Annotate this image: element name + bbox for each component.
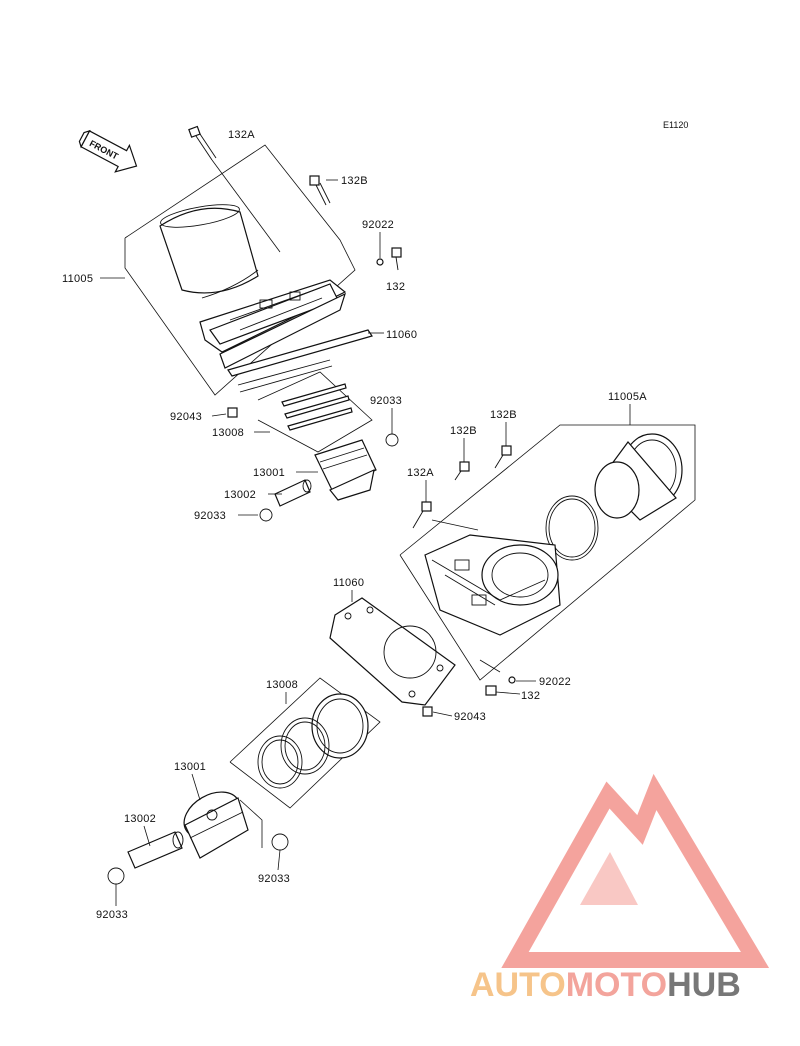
circlip-92033-top-right [385, 433, 399, 447]
piston-13001-top [314, 439, 377, 501]
label-13001-top: 13001 [253, 467, 285, 479]
bolt-132-mid [485, 685, 497, 696]
bolt-132B-right-b [454, 461, 470, 481]
label-92033-lower-left: 92033 [96, 909, 128, 921]
circlip-92033-lower-right [271, 833, 289, 851]
label-11060-top: 11060 [386, 329, 417, 341]
label-92043-mid: 92043 [454, 711, 486, 723]
label-92043-top: 92043 [170, 411, 202, 423]
bolt-132B-right-a [494, 445, 512, 469]
label-92033-top-right: 92033 [370, 395, 402, 407]
piston-pin-13002-lower [127, 831, 184, 869]
cylinder-liner-11005A [594, 433, 683, 521]
cylinder-block-top [199, 279, 347, 369]
label-92033-lower-right: 92033 [258, 873, 290, 885]
circlip-92033-lower-left [107, 867, 125, 885]
label-11005-top: 11005 [62, 273, 93, 285]
gasket-11060-top [227, 329, 373, 377]
label-13008-lower: 13008 [266, 679, 298, 691]
label-13002-lower: 13002 [124, 813, 156, 825]
cylinder-liner-top [159, 204, 259, 299]
circlip-92033-top-left [259, 508, 273, 522]
front-arrow-icon: FRONT [78, 129, 138, 173]
label-13008-top: 13008 [212, 427, 244, 439]
dowel-92043-top [227, 407, 238, 418]
label-132-mid: 132 [521, 690, 540, 702]
label-11005A: 11005A [608, 391, 647, 403]
label-132A-top: 132A [228, 129, 255, 141]
label-13002-top: 13002 [224, 489, 256, 501]
washer-92022-mid [508, 676, 516, 684]
label-132A-right: 132A [407, 467, 434, 479]
label-132B-right-a: 132B [490, 409, 517, 421]
dowel-92043-mid [422, 706, 433, 717]
bolt-132A-right [412, 501, 432, 529]
piston-pin-13002-top [274, 479, 312, 507]
label-11060-mid: 11060 [333, 577, 364, 589]
bolt-132A-top [188, 125, 217, 161]
diagram-code: E1120 [663, 120, 688, 130]
lower-assembly [107, 677, 381, 885]
watermark-logo-icon [501, 773, 770, 968]
label-132B-right-b: 132B [450, 425, 477, 437]
o-ring-right [545, 495, 599, 561]
label-13001-lower: 13001 [174, 761, 206, 773]
bolt-132-top [391, 247, 402, 271]
watermark-auto: AUTO [470, 966, 566, 1004]
upper-assembly [124, 125, 402, 522]
labels: 132A 132B 92022 132 11005 11060 92033 92… [62, 129, 647, 921]
piston-13001-lower [183, 791, 249, 859]
label-92022-mid: 92022 [539, 676, 571, 688]
watermark-moto: MOTO [566, 966, 667, 1004]
right-assembly [399, 424, 696, 717]
bolt-132B-top [309, 175, 331, 206]
label-132-top: 132 [386, 281, 405, 293]
label-132B-top: 132B [341, 175, 368, 187]
label-92022-top: 92022 [362, 219, 394, 231]
piston-rings-lower [257, 693, 369, 789]
label-92033-top-left: 92033 [194, 510, 226, 522]
watermark-hub: HUB [667, 966, 741, 1004]
cylinder-block-right [424, 534, 561, 636]
washer-92022-top [376, 258, 384, 266]
watermark-text: AUTOMOTOHUB [470, 966, 741, 1004]
piston-rings-top [281, 383, 353, 431]
gasket-11060-mid [329, 597, 456, 706]
